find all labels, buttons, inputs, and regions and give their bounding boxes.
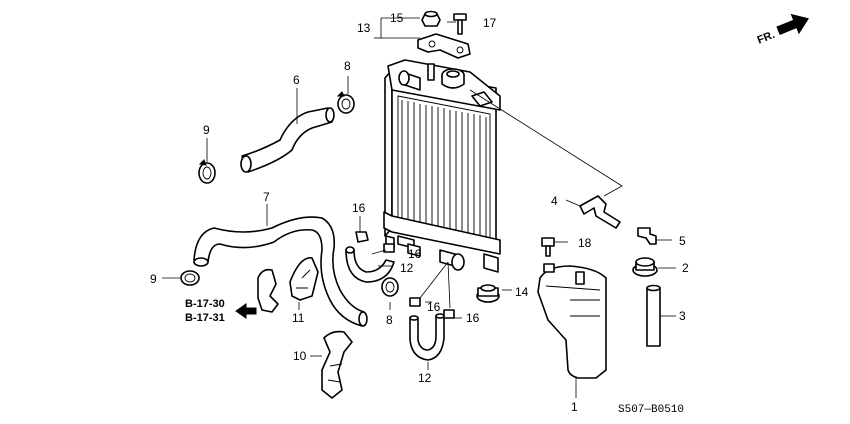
bypass-hose-lower [409, 313, 445, 361]
ref-b-17-30: B-17-30 [185, 298, 225, 310]
hose-clamp-left-lower [180, 270, 200, 286]
front-direction-indicator: FR. [756, 13, 809, 47]
part-label-2: 2 [682, 261, 689, 275]
part-label-4: 4 [551, 194, 558, 208]
part-label-17: 17 [483, 16, 497, 30]
overflow-tube-route [469, 89, 623, 197]
part-label-18: 18 [578, 236, 592, 250]
reserve-tank-cap [632, 257, 658, 277]
bypass-hose-upper [345, 246, 395, 283]
part-label-15: 15 [390, 11, 404, 25]
part-label-1: 1 [571, 400, 578, 414]
part-label-10: 10 [293, 349, 307, 363]
tube-joint [637, 227, 657, 245]
leader-lines [162, 17, 676, 398]
reference-block: B-17-30 B-17-31 [185, 298, 257, 324]
mounting-bolt [541, 237, 555, 257]
reference-arrow-icon [235, 303, 257, 319]
bracket-bolt [453, 13, 467, 35]
radiator [383, 59, 501, 273]
hose-bracket-10 [321, 330, 353, 399]
part-label-14: 14 [515, 285, 529, 299]
part-label-12b: 12 [418, 371, 432, 385]
small-clamp-c [409, 297, 421, 307]
part-label-16d: 16 [466, 311, 480, 325]
part-labels: 1 2 3 4 5 6 7 8 8 9 9 10 11 12 12 13 14 … [150, 11, 689, 414]
part-label-12: 12 [400, 261, 414, 275]
lower-radiator-hose [193, 216, 368, 327]
part-label-5: 5 [679, 234, 686, 248]
hose-clamp-lower [381, 277, 399, 297]
hose-bracket-11 [257, 257, 319, 313]
mounting-cushion [476, 284, 500, 303]
hose-clamp-upper [336, 91, 355, 114]
small-clamp-a [355, 231, 369, 243]
hose-clamp-left-upper [198, 159, 216, 184]
front-label: FR. [756, 29, 777, 47]
part-label-6: 6 [293, 73, 300, 87]
small-clamp-b [383, 243, 395, 253]
ref-b-17-31: B-17-31 [185, 312, 225, 324]
siphon-tube [646, 284, 661, 347]
part-label-7: 7 [263, 190, 270, 204]
part-label-13: 13 [357, 21, 371, 35]
part-label-8b: 8 [386, 313, 393, 327]
bracket-nut [421, 10, 441, 27]
part-label-8: 8 [344, 59, 351, 73]
part-label-3: 3 [679, 309, 686, 323]
small-clamp-d [443, 309, 455, 319]
overflow-tube [579, 195, 621, 229]
upper-bracket [417, 33, 471, 59]
front-arrow-icon [776, 13, 809, 35]
part-label-16c: 16 [427, 300, 441, 314]
part-label-9b: 9 [150, 272, 157, 286]
part-label-11: 11 [292, 311, 305, 325]
part-label-16a: 16 [352, 201, 366, 215]
upper-radiator-hose [240, 107, 335, 173]
part-label-16b: 16 [408, 247, 422, 261]
reserve-tank [537, 263, 607, 379]
part-label-9: 9 [203, 123, 210, 137]
diagram-code: S507—B0510 [618, 404, 684, 416]
